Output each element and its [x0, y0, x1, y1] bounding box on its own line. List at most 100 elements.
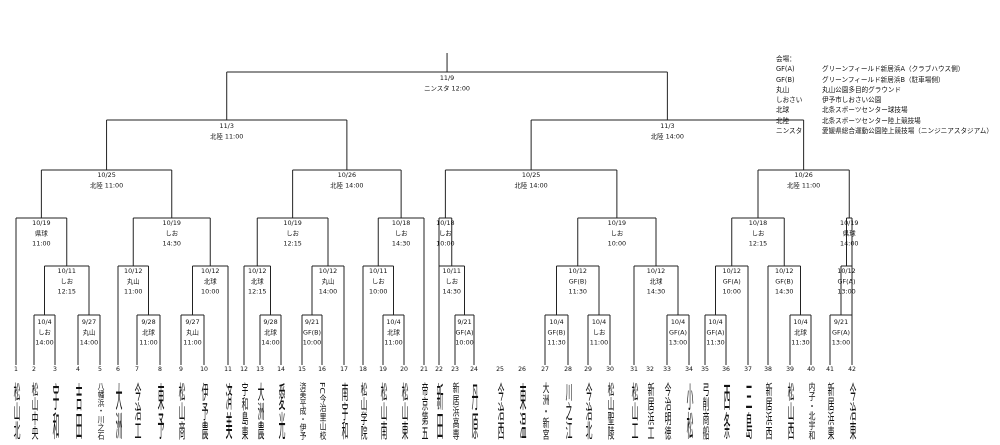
team-number: 30	[606, 366, 614, 373]
legend-key: GF(A)	[776, 65, 795, 74]
match-date: 10/4	[37, 318, 51, 326]
match-venue: ニンスタ 12:00	[424, 83, 470, 92]
team-number: 5	[98, 366, 102, 373]
match-venue: GF(A)	[723, 277, 741, 285]
match-venue: 北球	[387, 327, 400, 336]
match-time: 14:30	[443, 288, 461, 296]
team-name: 済美平成・伊予	[298, 381, 306, 440]
match-venue: 北球	[204, 276, 217, 285]
match-date: 10/19	[840, 219, 858, 227]
match-date: 10/11	[58, 267, 76, 275]
team-number: 16	[318, 366, 326, 373]
match-time: 12:15	[283, 240, 301, 248]
match-venue: しお	[165, 229, 178, 237]
team-number: 36	[722, 366, 730, 373]
match-time: 11:30	[706, 339, 724, 347]
legend-row: 北陸 北条スポーツセンター陸上競技場	[776, 116, 993, 126]
match-venue: 北陸 11:00	[90, 180, 123, 189]
match-venue: しお	[445, 277, 458, 285]
match-time: 14:00	[319, 288, 337, 296]
team-number: 27	[541, 366, 549, 373]
team-number: 37	[744, 366, 752, 373]
legend-key: 北陸	[776, 116, 790, 125]
team-number: 31	[630, 366, 638, 373]
match-date: 10/18	[436, 219, 454, 227]
team-name: 帝京第五	[420, 380, 428, 441]
team-name: 丹原	[470, 382, 478, 441]
team-number: 42	[848, 366, 856, 373]
team-name: 宇和	[51, 378, 59, 445]
team-name: 宇和島東	[240, 380, 248, 443]
team-number: 4	[76, 366, 80, 373]
match-venue: 北球	[142, 327, 155, 336]
match-time: 11:30	[791, 339, 809, 347]
team-name: 新居浜高専	[451, 380, 459, 440]
match-time: 12:15	[248, 288, 266, 296]
match-date: 10/12	[837, 267, 855, 275]
match-venue: 丸山	[127, 276, 140, 285]
match-venue: GF(B)	[569, 277, 587, 285]
legend-key: 丸山	[776, 85, 790, 94]
match-date: 10/4	[793, 318, 807, 326]
match-time: 10:00	[369, 288, 387, 296]
match-venue: 県球	[35, 228, 48, 237]
team-name: 済美	[224, 378, 232, 445]
match-date: 10/12	[775, 267, 793, 275]
team-name: 松山西	[786, 379, 794, 443]
match-time: 11:00	[32, 240, 50, 248]
team-name: 今治工	[133, 379, 141, 440]
team-name: 伊予農	[200, 379, 208, 443]
team-name: 今治明徳	[663, 380, 671, 443]
match-time: 11:00	[384, 339, 402, 347]
team-name: 松山学院	[359, 380, 367, 443]
team-name: 新居浜西	[764, 380, 772, 443]
legend-value: 北条スポーツセンター球技場	[822, 106, 908, 115]
team-name: 新田	[435, 378, 443, 445]
team-number: 28	[564, 366, 572, 373]
match-date: 10/26	[338, 171, 356, 179]
match-venue: 北陸 14:00	[330, 180, 363, 189]
team-number: 40	[807, 366, 815, 373]
team-name: 八幡浜・川之石	[96, 382, 104, 441]
match-time: 11:00	[590, 339, 608, 347]
match-time: 14:00	[80, 339, 98, 347]
match-date: 9/21	[305, 318, 319, 326]
match-date: 9/27	[82, 318, 96, 326]
team-number: 9	[179, 366, 183, 373]
team-name: 東温	[518, 378, 526, 445]
team-name: 今治西	[496, 379, 504, 443]
team-name: 弓削商船	[701, 382, 709, 443]
team-number: 8	[158, 366, 162, 373]
team-number: 11	[224, 366, 232, 373]
match-time: 10:00	[608, 240, 626, 248]
match-date: 10/12	[319, 267, 337, 275]
team-number: 17	[340, 366, 348, 373]
match-time: 10:00	[436, 240, 454, 248]
match-venue: 北球	[794, 327, 807, 336]
team-number: 41	[826, 366, 834, 373]
legend-value: 北条スポーツセンター陸上競技場	[822, 116, 921, 125]
venue-legend: 会場： GF(A)グリーンフィールド新居浜A（クラブハウス側） GF(B)グリー…	[776, 54, 993, 136]
match-date: 10/18	[392, 219, 410, 227]
team-name: 吉田	[74, 382, 82, 445]
legend-value: 愛媛県総合運動公園陸上競技場（ニンジニアスタジアム）	[822, 127, 993, 136]
team-number: 13	[256, 366, 264, 373]
match-venue: 北陸 11:00	[787, 180, 820, 189]
match-time: 10:00	[201, 288, 219, 296]
legend-value: グリーンフィールド新居浜A（クラブハウス側）	[822, 65, 965, 74]
legend-value: 伊予市しおさい公園	[822, 96, 882, 105]
match-date: 11/3	[220, 122, 234, 130]
match-time: 14:30	[163, 240, 181, 248]
match-venue: しお	[372, 277, 385, 285]
team-number: 29	[584, 366, 592, 373]
match-time: 11:00	[124, 288, 142, 296]
match-venue: GF(A)	[832, 328, 850, 336]
team-number: 21	[420, 366, 428, 373]
match-date: 10/12	[201, 267, 219, 275]
match-date: 10/19	[608, 219, 626, 227]
match-venue: 北陸 11:00	[210, 131, 243, 140]
match-time: 14:00	[35, 339, 53, 347]
match-date: 11/9	[440, 74, 454, 82]
match-date: 10/25	[97, 171, 115, 179]
